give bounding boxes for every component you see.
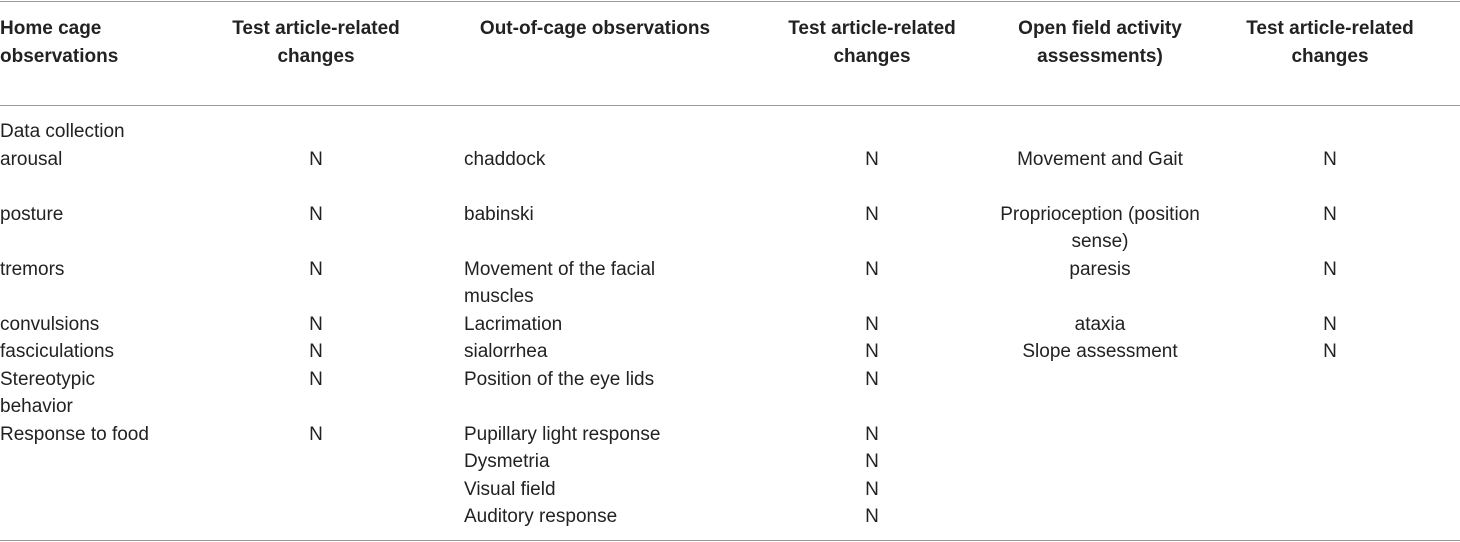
table-row: fasciculations N sialorrhea N Slope asse… — [0, 338, 1460, 366]
table-cell: Visual field — [464, 478, 556, 500]
table-cell: paresis — [1069, 258, 1131, 280]
section-row: Data collection — [0, 118, 1460, 146]
table-row: posture N babinski N Proprioception (pos… — [0, 201, 1460, 256]
table-cell: ataxia — [1074, 313, 1126, 335]
table-cell: Slope assessment — [1022, 341, 1178, 362]
section-label: Data collection — [0, 121, 125, 142]
table-bottom-rule — [0, 540, 1460, 541]
table-cell: N — [1323, 258, 1337, 280]
table-cell: chaddock — [464, 148, 546, 170]
table-cell: N — [1323, 313, 1337, 335]
table-cell: babinski — [464, 203, 534, 225]
table-row: Response to food N Pupillary light respo… — [0, 421, 1460, 449]
table-row: tremors N Movement of the facial muscles… — [0, 256, 1460, 311]
table-cell: N — [865, 506, 879, 527]
table-row: Stereotypic behavior N Position of the e… — [0, 366, 1460, 421]
header-changes-3: Test article-related changes — [1246, 18, 1414, 67]
table-cell: Proprioception (position sense) — [1000, 203, 1200, 253]
table-cell: N — [865, 148, 879, 170]
table-cell: N — [865, 451, 879, 472]
table-cell: N — [309, 313, 323, 335]
table-cell: N — [865, 258, 879, 280]
table-cell: N — [865, 341, 879, 362]
table-cell: posture — [0, 203, 64, 225]
table-cell: N — [865, 203, 879, 225]
table-cell: N — [309, 368, 323, 390]
table-cell: N — [1323, 148, 1337, 170]
table-cell: N — [865, 423, 879, 445]
table-cell: N — [309, 148, 323, 170]
table-cell: N — [309, 203, 323, 225]
table-cell: Dysmetria — [464, 451, 550, 472]
table-cell: N — [309, 423, 323, 445]
table-cell: Pupillary light response — [464, 423, 661, 445]
table-row: Visual field N — [0, 476, 1460, 504]
table-row: arousal N chaddock N Movement and Gait N — [0, 146, 1460, 201]
table-cell: Response to food — [0, 423, 149, 445]
table-cell: N — [865, 313, 879, 335]
table-cell: Position of the eye lids — [464, 368, 655, 390]
table-cell: tremors — [0, 258, 65, 280]
table-row: Auditory response N — [0, 503, 1460, 531]
header-home-cage: Home cage observations — [0, 18, 119, 67]
table-cell: Auditory response — [464, 506, 618, 527]
table-cell: Movement of the facial muscles — [464, 258, 656, 308]
table-cell: N — [309, 341, 323, 362]
header-open-field: Open field activity assessments) — [1018, 18, 1182, 67]
header-changes-1: Test article-related changes — [232, 18, 400, 67]
table-cell: Stereotypic behavior — [0, 368, 96, 418]
table-cell: Lacrimation — [464, 313, 563, 335]
table-header-rule — [0, 105, 1460, 106]
table-cell: N — [1323, 203, 1337, 225]
header-changes-2: Test article-related changes — [788, 18, 956, 67]
table-cell: N — [865, 368, 879, 390]
table-cell: convulsions — [0, 313, 100, 335]
header-out-of-cage: Out-of-cage observations — [479, 18, 711, 39]
table-cell: N — [865, 478, 879, 500]
table-cell: arousal — [0, 148, 63, 170]
table-cell: Movement and Gait — [1017, 148, 1183, 170]
table-row: Dysmetria N — [0, 448, 1460, 476]
table-cell: sialorrhea — [464, 341, 548, 362]
table-cell: fasciculations — [0, 341, 115, 362]
table-cell: N — [1323, 341, 1337, 362]
table-row: convulsions N Lacrimation N ataxia N — [0, 311, 1460, 339]
table-body: Data collection arousal N chaddock N Mov… — [0, 118, 1460, 531]
table-top-rule — [0, 1, 1460, 2]
table-cell: N — [309, 258, 323, 280]
